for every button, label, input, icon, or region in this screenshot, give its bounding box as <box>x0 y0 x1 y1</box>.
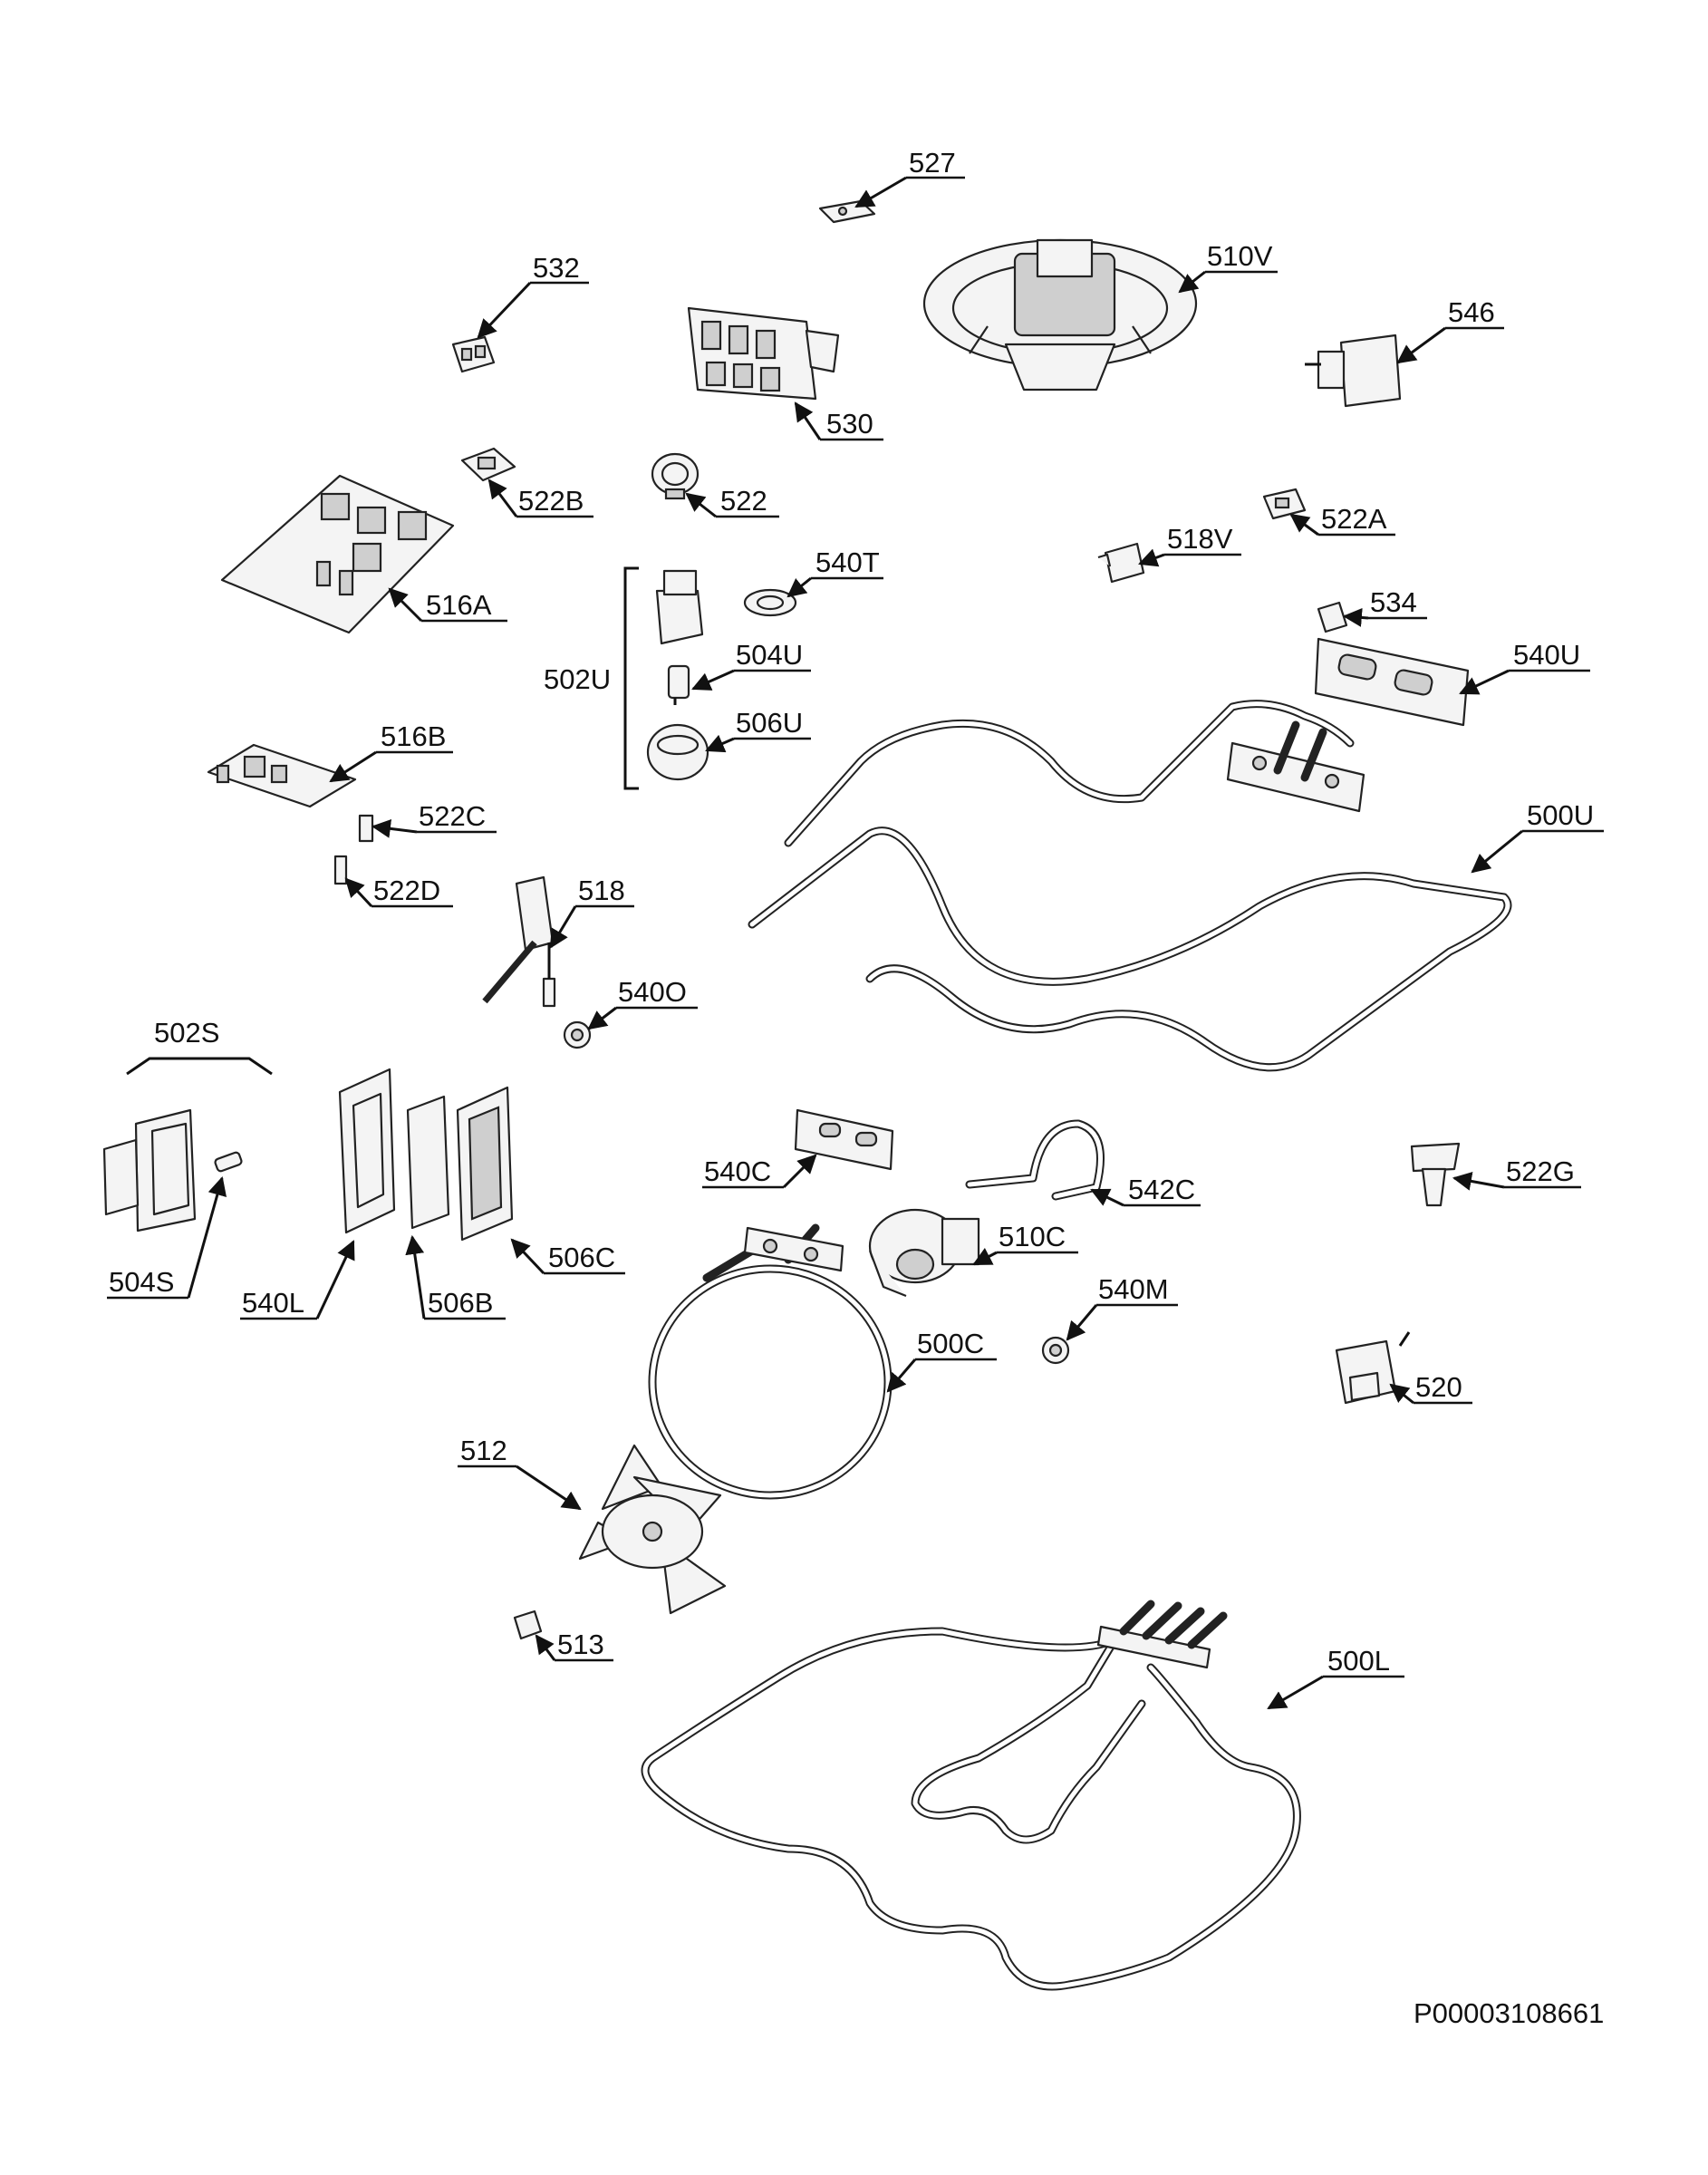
part-532-connector <box>451 335 496 373</box>
label-500L: 500L <box>1327 1645 1390 1677</box>
label-532: 532 <box>533 252 580 284</box>
label-506C: 506C <box>548 1242 615 1273</box>
part-510C-motor <box>868 1208 980 1298</box>
label-546: 546 <box>1448 296 1495 328</box>
label-518: 518 <box>578 875 625 906</box>
label-516A: 516A <box>426 589 492 621</box>
part-516B-power-board <box>207 743 357 808</box>
label-504S: 504S <box>109 1266 174 1298</box>
part-513-nut <box>513 1610 543 1640</box>
part-516A-control-board <box>220 474 455 634</box>
label-506U: 506U <box>736 707 803 739</box>
part-540C-plate <box>794 1108 894 1171</box>
label-510V: 510V <box>1207 240 1273 272</box>
part-504S-lamp <box>214 1151 243 1173</box>
part-522D-pin <box>333 855 348 885</box>
part-512-fan-blade <box>578 1444 727 1615</box>
label-540M: 540M <box>1098 1273 1169 1305</box>
part-506B-glass <box>406 1095 450 1230</box>
label-512: 512 <box>460 1435 507 1466</box>
part-522G-clip <box>1410 1142 1461 1207</box>
part-540M-washer <box>1041 1336 1070 1365</box>
part-522B-clip <box>460 447 516 482</box>
part-506C-frame <box>456 1086 514 1242</box>
part-500C-circular-element <box>648 1223 893 1500</box>
label-540U: 540U <box>1513 639 1580 671</box>
part-546-switch <box>1305 334 1402 408</box>
part-527-bracket <box>818 199 876 224</box>
label-506B: 506B <box>428 1287 493 1319</box>
label-540O: 540O <box>618 976 687 1008</box>
part-540O-washer <box>563 1020 592 1049</box>
label-530: 530 <box>826 408 873 440</box>
label-522C: 522C <box>419 800 486 832</box>
bracket-502U <box>623 566 639 790</box>
label-518V: 518V <box>1167 523 1233 555</box>
label-534: 534 <box>1370 586 1417 618</box>
part-518V-thermostat <box>1097 542 1145 584</box>
part-522C-pin <box>358 814 374 843</box>
part-534-cap <box>1317 601 1348 633</box>
part-502U-lamp-holder <box>655 569 704 645</box>
label-542C: 542C <box>1128 1174 1195 1205</box>
part-510V-fan-motor <box>922 238 1198 392</box>
label-502U: 502U <box>544 663 611 695</box>
label-522D: 522D <box>373 875 440 906</box>
bracket-502S <box>126 1057 273 1076</box>
part-522A-clip <box>1262 488 1307 520</box>
part-504U-lamp <box>667 664 690 705</box>
part-502S-side-lamp <box>102 1108 197 1232</box>
label-502S: 502S <box>154 1017 219 1049</box>
label-504U: 504U <box>736 639 803 671</box>
label-516B: 516B <box>381 720 446 752</box>
label-500U: 500U <box>1527 799 1594 831</box>
label-522: 522 <box>720 485 767 517</box>
label-520: 520 <box>1415 1371 1462 1403</box>
label-540C: 540C <box>704 1155 771 1187</box>
label-527: 527 <box>909 147 956 179</box>
part-522-clamp <box>651 452 700 500</box>
label-540T: 540T <box>815 546 880 578</box>
label-522G: 522G <box>1506 1155 1575 1187</box>
document-id: P00003108661 <box>1414 1997 1604 2029</box>
part-518-sensor <box>482 875 556 1008</box>
part-540T-gasket <box>743 588 797 617</box>
label-513: 513 <box>557 1629 604 1660</box>
part-530-terminal-block <box>687 306 840 401</box>
label-540L: 540L <box>242 1287 304 1319</box>
label-510C: 510C <box>999 1221 1066 1252</box>
label-522A: 522A <box>1321 503 1387 535</box>
part-540U-gasket <box>1314 637 1470 727</box>
part-506U-lamp-glass <box>646 723 709 781</box>
label-500C: 500C <box>917 1328 984 1359</box>
part-500L-bottom-element <box>641 1600 1301 1991</box>
part-500U-grill-element <box>748 700 1512 1072</box>
part-542C-clip <box>965 1119 1105 1201</box>
label-522B: 522B <box>518 485 584 517</box>
part-540L-gasket <box>338 1068 396 1234</box>
